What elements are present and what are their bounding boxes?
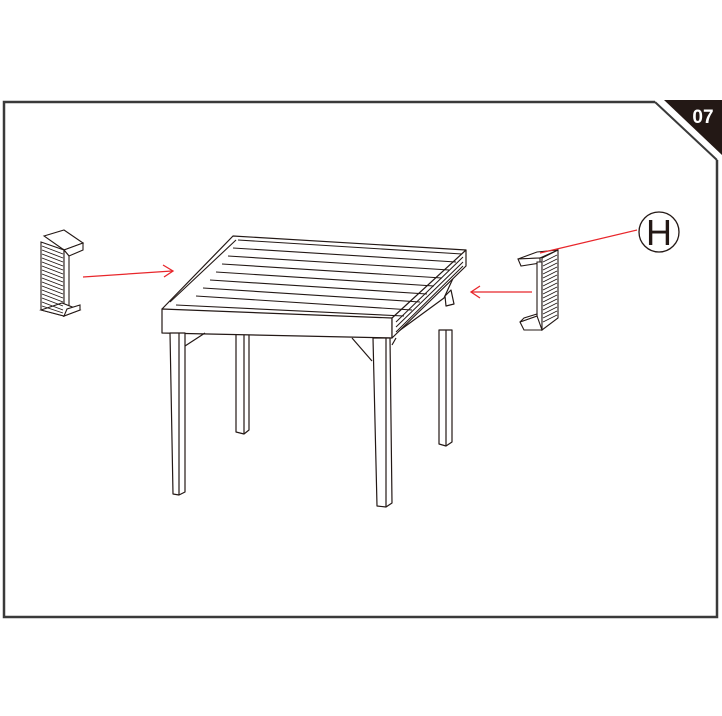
table-illustration — [161, 235, 467, 508]
page-frame — [2, 100, 719, 619]
end-cap-left-part — [39, 229, 85, 318]
arrow-right-icon — [82, 264, 175, 278]
step-number: 07 — [692, 107, 713, 128]
callout-leader — [539, 229, 638, 254]
end-cap-right-part — [517, 249, 559, 332]
part-callout-h: H — [638, 211, 680, 253]
step-badge: 07 — [655, 98, 722, 161]
callout-label: H — [646, 212, 672, 253]
arrow-left-icon — [469, 285, 532, 299]
